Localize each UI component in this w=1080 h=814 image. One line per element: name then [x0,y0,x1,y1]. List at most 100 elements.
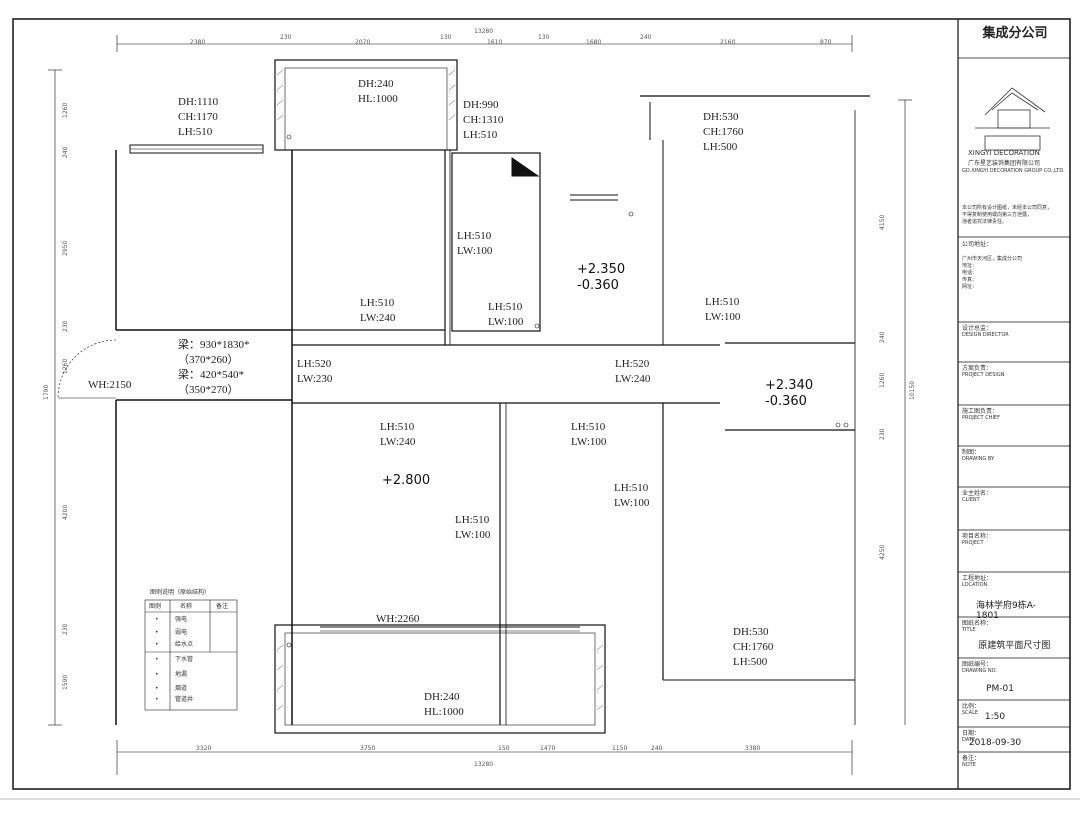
dim-right-0: 4150 [879,214,886,230]
field-label: 图纸名称： [962,620,993,627]
room-label-line: LW:240 [380,436,416,448]
dim-left-0: 1260 [62,102,69,118]
room-label-line: LH:510 [488,301,523,313]
room-label-line: LH:510 [571,421,606,433]
room-label-line: 梁：930*1830* [178,339,250,351]
dim-top-8: 240 [640,34,652,41]
elevation-value: -0.360 [765,394,807,409]
field-sublabel: DRAWING NO. [962,668,997,674]
address-lines: 广州市天河区，集成分公司 地址： 电话： 传真： 网址： [962,256,1023,290]
dim-left-1: 240 [62,146,69,158]
room-label-line: WH:2260 [376,613,420,625]
legend-header-symbol: 图例 [149,603,162,610]
room-label-line: HL:1000 [358,93,398,105]
field-label-11: 备注：NOTE [962,755,980,769]
field-sublabel: PROJECT [962,540,984,546]
room-label-line: LH:510 [457,230,492,242]
room-label-line: WH:2150 [88,379,132,391]
room-label-line: LH:520 [615,358,650,370]
room-label-line: LH:510 [178,126,213,138]
dim-bottom-7: 13280 [474,761,494,768]
field-label-5: 项目名称：PROJECT [962,533,992,547]
dim-bottom-1: 3750 [360,745,376,752]
dim-left-4: 1260 [62,358,69,374]
dim-bottom-4: 1150 [612,745,628,752]
dim-bottom-3: 1470 [540,745,556,752]
dim-top-1: 230 [280,34,292,41]
legend-row-6: 管道井 [175,696,194,703]
room-label-line: LH:500 [733,656,768,668]
field-sublabel: NOTE [962,762,976,768]
dim-top-2: 2070 [355,39,371,46]
dim-right-2: 1260 [879,372,886,388]
legend-row-5: 烟道 [175,685,188,692]
field-value-7: 原建筑平面尺寸图 [978,641,1051,651]
room-label-line: CH:1760 [733,641,774,653]
elevation-value: -0.360 [577,278,619,293]
room-label-line: DH:240 [358,78,394,90]
field-sublabel: DESIGN DIRECTOR [962,332,1009,338]
company-title: 集成分公司 [982,25,1048,40]
field-label: 方案负责： [962,365,993,372]
room-label-line: LW:240 [615,373,651,385]
field-value-9: 1:50 [984,712,1006,722]
dim-right-3: 230 [879,428,886,440]
room-label-line: LH:510 [614,482,649,494]
field-sublabel: TITLE [962,627,976,633]
room-label-line: LW:100 [488,316,524,328]
field-label-0: 设计总监：DESIGN DIRECTOR [962,325,1009,339]
room-label-line: （370*260） [178,354,239,366]
kitchen-room [451,152,541,332]
elevation-0: +2.350-0.360 [577,262,625,294]
room-label-line: DH:1110 [178,96,219,108]
elevation-value: +2.800 [382,473,431,488]
dim-left-8: 1590 [62,674,69,690]
legend-row-3: 下水管 [175,656,194,663]
room-label-line: DH:240 [424,691,460,703]
field-sublabel: SCALE [962,710,979,716]
legend-row-1: 弱电 [175,629,188,636]
dim-top-7: 1680 [586,39,602,46]
dim-left-2: 2950 [62,240,69,256]
dim-bottom-2: 150 [498,745,510,752]
field-label: 施工图负责： [962,408,999,415]
dim-top-3: 130 [440,34,452,41]
room-label-9: WH:2150 [88,378,131,393]
dim-top-9: 2160 [720,39,736,46]
room-label-line: LH:510 [455,514,490,526]
room-label-line: HL:1000 [424,706,464,718]
field-label-7: 图纸名称：TITLE [962,620,992,634]
room-label-line: （350*270） [178,384,239,396]
dim-left-7: 230 [62,623,69,635]
room-label-8: 梁：930*1830*（370*260）梁：420*540*（350*270） [178,338,250,398]
field-label: 项目名称： [962,533,993,540]
room-label-line: CH:1310 [463,114,504,126]
field-label-8: 图纸编号：DRAWING NO. [962,661,997,675]
dim-top-10: 870 [820,39,832,46]
field-label: 工程地址： [962,575,993,582]
field-sublabel: DRAWING BY [962,456,995,462]
room-label-line: LH:510 [705,296,740,308]
legend-row-0: 强电 [175,616,188,623]
dim-right-1: 240 [879,331,886,343]
sheet-border [12,18,1071,790]
room-label-line: LH:510 [380,421,415,433]
brand-en: XINGYI DECORATION [968,149,1040,157]
room-label-line: LW:100 [571,436,607,448]
room-label-line: DH:530 [733,626,769,638]
disclaimer: 本公司所有设计图纸，未经本公司同意， 不得复制使用或向第三方泄露， 违者追究法律… [962,205,1053,225]
field-label-9: 比例：SCALE [962,703,980,717]
legend-title: 图例说明（原始结构） [150,589,211,596]
room-label-line: DH:530 [703,111,739,123]
